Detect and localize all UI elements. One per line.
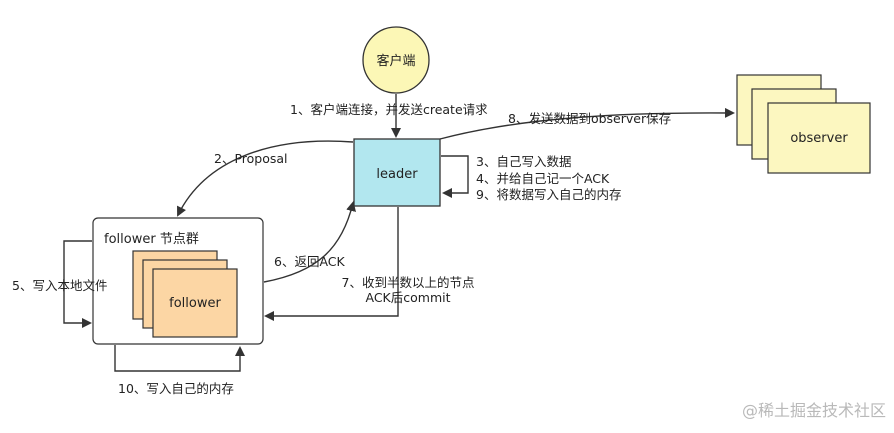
label-step4: 4、并给自己记一个ACK [476, 171, 610, 186]
arrow-step6 [263, 201, 356, 283]
follower-group-title: follower 节点群 [104, 232, 199, 247]
follower-box-front [152, 268, 238, 338]
arrow-step10 [114, 345, 245, 372]
leader-label: leader [376, 167, 418, 182]
client-circle [362, 26, 430, 94]
label-step7-line1: 7、收到半数以上的节点 [342, 275, 475, 290]
label-step8: 8、发送数据到observer保存 [508, 111, 671, 126]
follower-group: follower 节点群 follower [92, 217, 264, 345]
label-step2: 2、Proposal [214, 151, 288, 166]
observer-box-front [767, 102, 871, 174]
step-labels: 1、客户端连接，并发送create请求 2、Proposal 3、自己写入数据 … [12, 102, 671, 396]
label-step6: 6、返回ACK [274, 254, 346, 269]
arrow-step7 [264, 207, 399, 321]
observer-label: observer [790, 131, 848, 146]
observer-stack: observer [736, 74, 871, 174]
label-step3: 3、自己写入数据 [476, 154, 571, 169]
label-step1: 1、客户端连接，并发送create请求 [290, 102, 488, 117]
connectors [63, 94, 735, 372]
arrow-step5 [63, 240, 92, 328]
client-node: 客户端 [362, 26, 430, 94]
label-step10: 10、写入自己的内存 [118, 381, 234, 396]
arrow-step8 [439, 107, 735, 140]
client-label: 客户端 [376, 53, 415, 69]
leader-node: leader [353, 138, 441, 207]
arrow-self-loop [441, 155, 469, 198]
label-step5: 5、写入本地文件 [12, 278, 107, 293]
follower-label: follower [169, 296, 221, 311]
leader-box [353, 138, 441, 207]
arrow-step2 [177, 140, 354, 217]
watermark: @稀土掘金技术社区 [742, 401, 886, 420]
label-step7-line2: ACK后commit [365, 290, 450, 305]
label-step9: 9、将数据写入自己的内存 [476, 187, 621, 202]
